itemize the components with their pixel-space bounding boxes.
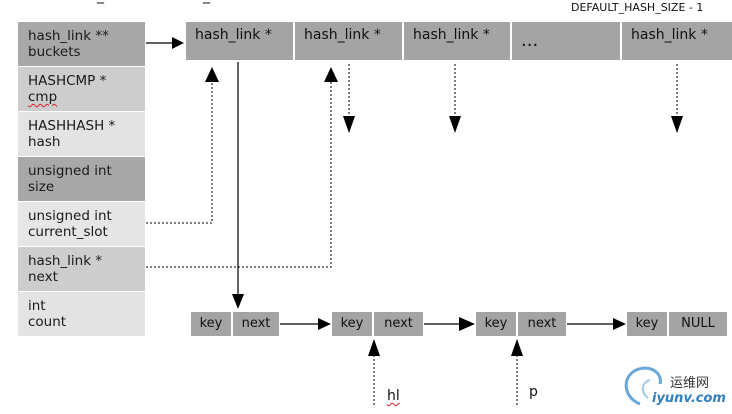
bucket-down-arrow	[449, 64, 461, 133]
current-slot-pointer-arrow	[146, 67, 219, 224]
node-divider	[516, 312, 518, 336]
bucket-divider	[293, 22, 295, 60]
top-mark-left: _	[97, 0, 104, 4]
list-node-1: key next	[332, 312, 423, 336]
bucket-ellipsis: ...	[512, 22, 620, 60]
node-link-arrow	[424, 317, 475, 331]
node-key: key	[332, 312, 372, 336]
next-pointer-arrow	[146, 67, 338, 268]
bucket-divider	[510, 22, 512, 60]
p-pointer-arrow	[511, 339, 523, 405]
bucket-to-node-arrow	[232, 62, 244, 309]
bucket-2: hash_link *	[404, 22, 510, 60]
buckets-pointer-arrow	[146, 37, 184, 49]
node-key: key	[476, 312, 516, 336]
node-next: next	[233, 312, 279, 336]
node-link-arrow	[567, 318, 626, 330]
struct-field-current-slot: unsigned int current_slot	[18, 202, 145, 246]
watermark-title: 运维网	[670, 376, 710, 391]
node-link-arrow	[280, 318, 331, 330]
bucket-last: hash_link *	[622, 22, 732, 60]
bucket-down-arrow	[671, 64, 683, 133]
hl-label: hl	[387, 388, 400, 404]
list-node-2: key next	[476, 312, 566, 336]
watermark: 运维网 iyunv.com	[652, 372, 732, 412]
watermark-logo-icon	[624, 366, 662, 406]
node-next-null: NULL	[669, 312, 727, 336]
watermark-url: iyunv.com	[652, 391, 726, 406]
top-mark-right: _	[203, 0, 210, 4]
default-hash-size-label: DEFAULT_HASH_SIZE - 1	[571, 1, 704, 14]
struct-field-cmp: HASHCMP * cmp	[18, 67, 145, 111]
bucket-1: hash_link *	[295, 22, 402, 60]
node-next: next	[374, 312, 423, 336]
node-key: key	[191, 312, 231, 336]
struct-field-count: int count	[18, 292, 145, 336]
node-key: key	[627, 312, 667, 336]
bucket-divider	[620, 22, 622, 60]
bucket-divider	[402, 22, 404, 60]
struct-field-size: unsigned int size	[18, 157, 145, 201]
list-node-3: key NULL	[627, 312, 727, 336]
node-divider	[372, 312, 374, 336]
list-node-0: key next	[191, 312, 279, 336]
struct-field-next: hash_link * next	[18, 247, 145, 291]
p-label: p	[529, 384, 538, 400]
node-divider	[667, 312, 669, 336]
bucket-0: hash_link *	[186, 22, 293, 60]
struct-field-hash: HASHHASH * hash	[18, 112, 145, 156]
hl-pointer-arrow	[368, 339, 380, 405]
node-divider	[231, 312, 233, 336]
bucket-down-arrow	[343, 64, 355, 133]
struct-field-buckets: hash_link ** buckets	[18, 22, 145, 66]
node-next: next	[518, 312, 566, 336]
